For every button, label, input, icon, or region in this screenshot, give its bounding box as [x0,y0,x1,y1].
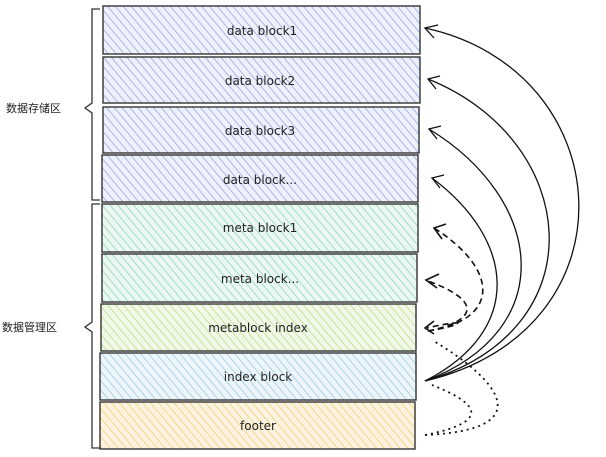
block-stack: data block1 data block2 data block3 data… [99,5,421,450]
data-storage-brace [83,8,100,201]
data-block-ellipsis: data block... [101,154,419,203]
data-block-ellipsis-label: data block... [223,173,297,187]
data-management-label: 数据管理区 [2,320,57,334]
meta-block-1-label: meta block1 [223,221,297,235]
data-storage-label: 数据存储区 [6,101,61,115]
data-management-brace [83,203,100,449]
metablock-index: metablock index [100,303,417,352]
meta-block-1: meta block1 [101,203,419,253]
data-block-3: data block3 [102,106,420,154]
data-block-1-label: data block1 [227,24,297,38]
footer-block-label: footer [240,419,276,433]
index-to-data-arrows [423,24,580,382]
index-block: index block [99,352,417,401]
footer-dotted-arrows [424,339,499,436]
data-block-2-label: data block2 [225,74,295,88]
footer-block: footer [99,401,416,450]
metablock-index-label: metablock index [208,321,308,335]
data-block-2: data block2 [102,56,421,104]
data-block-1: data block1 [102,5,421,55]
metaindex-arrowheads [423,223,447,335]
meta-block-ellipsis: meta block... [101,253,418,303]
index-block-label: index block [224,370,293,384]
metaindex-to-meta-arrows [426,227,484,332]
meta-block-ellipsis-label: meta block... [221,272,299,286]
data-block-3-label: data block3 [225,124,295,138]
